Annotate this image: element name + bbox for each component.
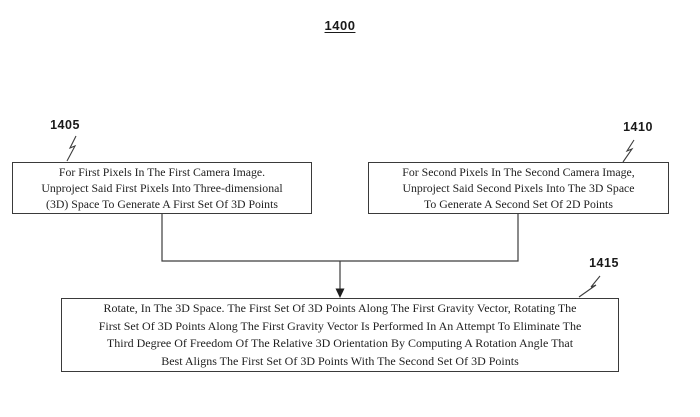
lead-line-1405-icon [66, 135, 77, 162]
process-text-line: To Generate A Second Set Of 2D Points [424, 197, 613, 211]
lead-line-1410-icon [622, 139, 635, 163]
process-box-1410: For Second Pixels In The Second Camera I… [368, 162, 669, 214]
process-text-line: Unproject Said First Pixels Into Three-d… [41, 181, 283, 195]
merge-connector [161, 214, 519, 262]
figure-number: 1400 [324, 18, 356, 33]
ref-label-1410: 1410 [623, 120, 653, 134]
lead-line-1415-icon [578, 275, 601, 298]
process-text-line: Best Aligns The First Set Of 3D Points W… [161, 353, 519, 368]
ref-label-1405: 1405 [50, 118, 80, 132]
process-text-line: For First Pixels In The First Camera Ima… [58, 165, 266, 179]
arrowhead-icon [335, 288, 345, 298]
process-box-1405: For First Pixels In The First Camera Ima… [12, 162, 312, 214]
process-text-line: First Set Of 3D Points Along The First G… [98, 318, 582, 333]
process-text-line: For Second Pixels In The Second Camera I… [402, 165, 635, 179]
process-text-line: (3D) Space To Generate A First Set Of 3D… [46, 197, 278, 211]
process-text-line: Unproject Said Second Pixels Into The 3D… [402, 181, 635, 195]
process-text-line: Rotate, In The 3D Space. The First Set O… [103, 301, 577, 315]
ref-label-1415: 1415 [589, 256, 619, 270]
process-box-1415: Rotate, In The 3D Space. The First Set O… [61, 298, 619, 372]
process-text-line: Third Degree Of Freedom Of The Relative … [106, 336, 574, 350]
